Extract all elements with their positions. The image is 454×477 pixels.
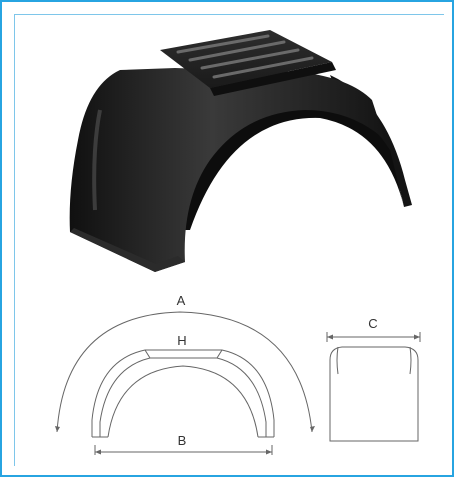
image-frame-inner <box>14 14 444 466</box>
dimension-label-a: A <box>177 293 186 308</box>
dimension-arrows <box>55 334 420 455</box>
dimension-label-h: H <box>177 333 186 348</box>
dimension-label-b: B <box>178 433 187 448</box>
dimension-label-c: C <box>368 316 377 331</box>
dimension-drawing <box>56 311 421 455</box>
fender-photo-icon <box>69 30 412 272</box>
